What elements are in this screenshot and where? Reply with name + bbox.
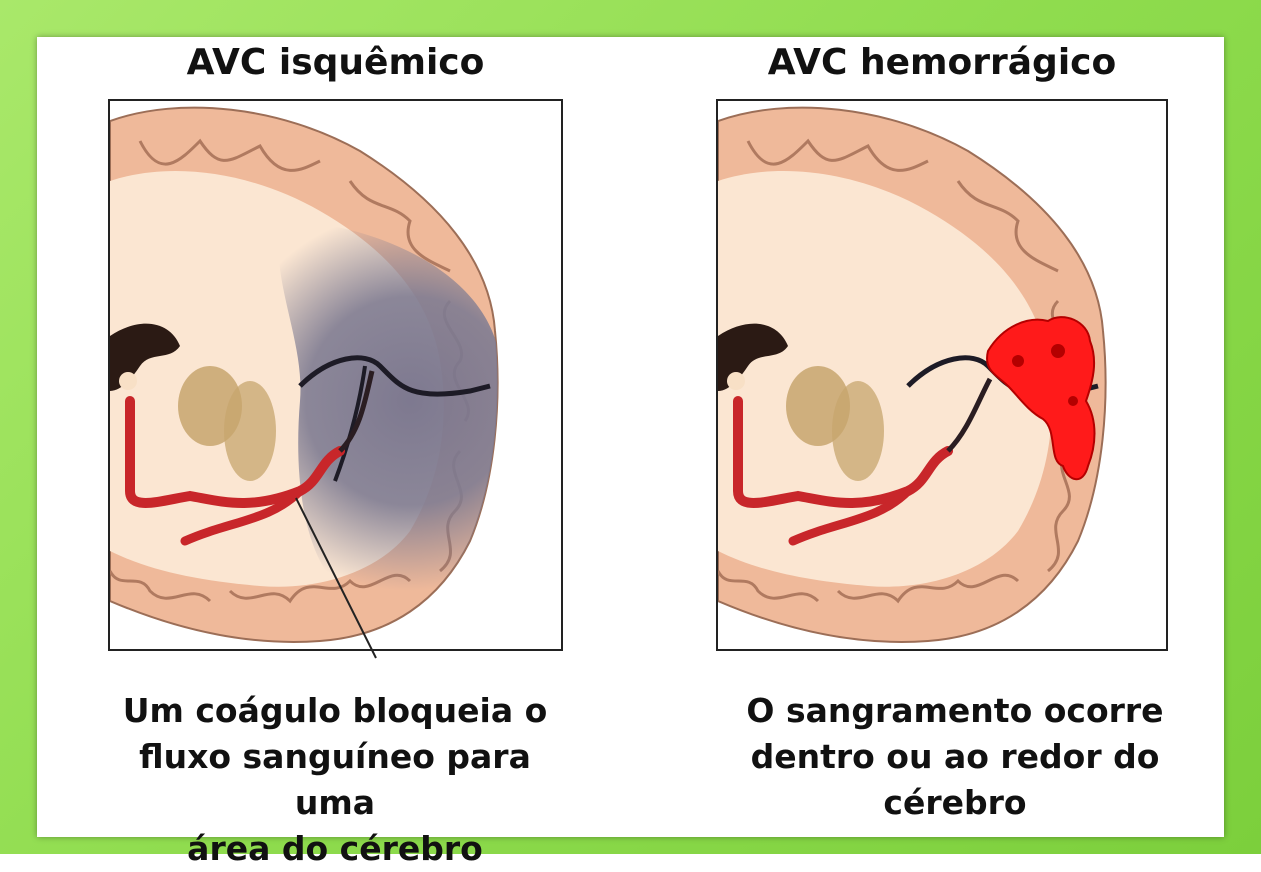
caption-line: cérebro (883, 783, 1027, 822)
ischemic-zone (278, 221, 498, 606)
caption-line: dentro ou ao redor do (750, 737, 1160, 776)
caption-line: O sangramento ocorre (746, 691, 1164, 730)
middle-cerebral-artery (125, 396, 345, 508)
ischemic-brain-illustration (110, 106, 499, 643)
caption-line: Um coágulo bloqueia o (122, 691, 548, 730)
clot-pointer-line (295, 497, 377, 659)
hemorrhagic-caption: O sangramento ocorre dentro ou ao redor … (720, 688, 1190, 828)
caption-line: área do cérebro (187, 829, 483, 868)
ischemic-stroke-title: AVC isquêmico (186, 42, 485, 83)
hemorrhagic-brain-illustration (718, 106, 1107, 643)
white-matter (718, 171, 1052, 587)
hemorrhagic-brain-panel (716, 99, 1168, 651)
ischemic-caption: Um coágulo bloqueia o fluxo sanguíneo pa… (95, 688, 575, 868)
middle-cerebral-artery (733, 396, 953, 508)
caption-line: fluxo sanguíneo para uma (139, 737, 531, 822)
hemorrhagic-stroke-title: AVC hemorrágico (767, 42, 1117, 83)
ischemic-brain-panel (108, 99, 563, 651)
